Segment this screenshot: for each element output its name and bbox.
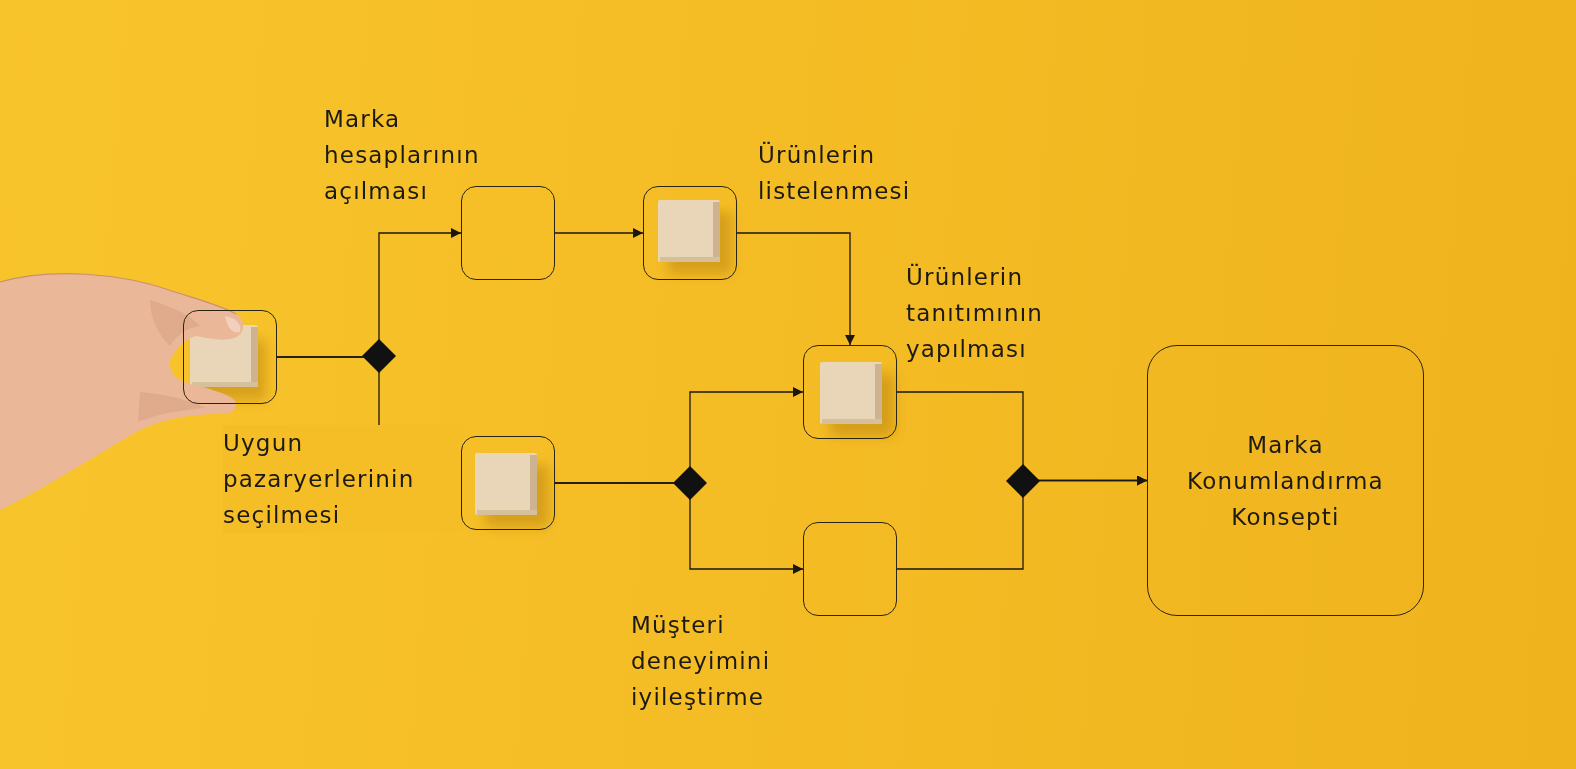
process-box: Ürünlerin tanıtımının yapılması: [803, 345, 897, 439]
flow-arrow: [555, 392, 803, 483]
cube-face: [658, 200, 720, 262]
wooden-cube: [475, 453, 537, 515]
concept-title: Marka Konumlandırma Konsepti: [1164, 427, 1407, 535]
cube-side: [875, 364, 882, 424]
cube-side: [713, 202, 720, 262]
cube-side: [251, 327, 258, 387]
process-box: Uygun pazaryerlerinin seçilmesi: [183, 310, 277, 404]
fingernail: [225, 316, 240, 332]
cube-bottom: [477, 510, 537, 515]
process-box: Marka hesaplarının açılması: [461, 186, 555, 280]
process-box: Ürünlerin listelenmesi: [643, 186, 737, 280]
cube-bottom: [660, 257, 720, 262]
concept-box: Marka Konumlandırma Konsepti: [1147, 345, 1424, 616]
cube-side: [530, 455, 537, 515]
wooden-cube: [820, 362, 882, 424]
cube-face: [820, 362, 882, 424]
cube-bottom: [192, 382, 258, 387]
step-label: Marka hesaplarının açılması: [324, 101, 524, 209]
cube-bottom: [822, 419, 882, 424]
hand-shade: [138, 392, 206, 422]
flow-arrow: [555, 232, 643, 233]
step-label: Ürünlerin tanıtımının yapılması: [906, 259, 1096, 367]
hand-shade: [150, 300, 200, 346]
decision-diamond: [362, 339, 396, 373]
process-box: Müşteri deneyimini iyileştirme: [803, 522, 897, 616]
flow-arrow: [555, 483, 803, 569]
step-label: Müşteri deneyimini iyileştirme: [631, 607, 821, 715]
flow-arrow: [737, 233, 850, 345]
hand-outline: [0, 274, 236, 314]
step-label: Uygun pazaryerlerinin seçilmesi: [223, 425, 463, 533]
decision-diamond: [673, 466, 707, 500]
wooden-cube: [658, 200, 720, 262]
cube-face: [475, 453, 537, 515]
flow-arrow: [277, 233, 461, 357]
process-box: [461, 436, 555, 530]
merge-diamond: [1006, 464, 1040, 498]
step-label: Ürünlerin listelenmesi: [758, 137, 958, 209]
